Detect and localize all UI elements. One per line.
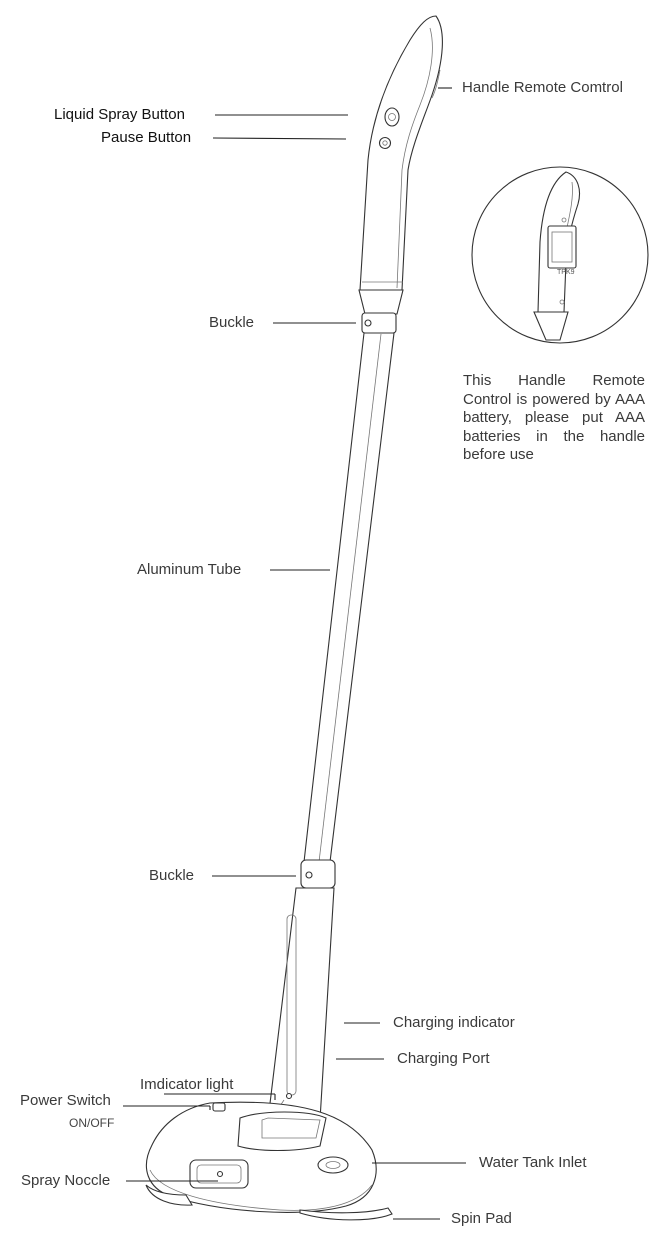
label-liquid-spray-button: Liquid Spray Button: [54, 106, 185, 123]
handle-grip: [359, 15, 443, 291]
liquid-spray-button-shape: [384, 107, 400, 127]
label-handle-remote-control: Handle Remote Comtrol: [462, 79, 623, 96]
label-power-switch: Power Switch: [20, 1092, 111, 1109]
label-aluminum-tube: Aluminum Tube: [137, 561, 242, 578]
indicator-light-shape: [285, 1092, 293, 1100]
label-charging-indicator: Charging indicator: [393, 1014, 515, 1031]
battery-note: This Handle Remote Control is powered by…: [463, 372, 645, 463]
label-water-tank-inlet: Water Tank Inlet: [479, 1154, 587, 1171]
water-tank-inlet-shape: [317, 1156, 349, 1174]
inset-battery-text: TPK9: [557, 269, 575, 276]
pause-button-shape: [378, 136, 392, 150]
label-spin-pad: Spin Pad: [451, 1210, 512, 1227]
base-neck: [237, 1111, 327, 1152]
label-buckle-top: Buckle: [209, 314, 255, 331]
label-pause-button: Pause Button: [101, 129, 192, 146]
handle-grip-edge: [396, 27, 433, 289]
inset-handle-detail: [533, 171, 581, 341]
label-charging-port: Charging Port: [397, 1050, 490, 1067]
aluminum-tube: [303, 332, 395, 863]
buckle-top-shape: [364, 319, 372, 327]
label-power-switch-sub: ON/OFF: [69, 1116, 115, 1130]
leader-lines: [123, 87, 466, 1220]
label-spray-nozzle: Spray Noccle: [21, 1172, 111, 1189]
buckle-bottom-shape: [305, 871, 313, 879]
power-switch-shape: [212, 1102, 226, 1112]
lower-body: [267, 887, 335, 1121]
label-indicator-light: Imdicator light: [140, 1076, 234, 1093]
spin-pad-left: [145, 1184, 193, 1206]
label-buckle-bottom: Buckle: [149, 867, 195, 884]
upper-collar: [358, 289, 404, 315]
spin-pad-right: [299, 1207, 393, 1221]
